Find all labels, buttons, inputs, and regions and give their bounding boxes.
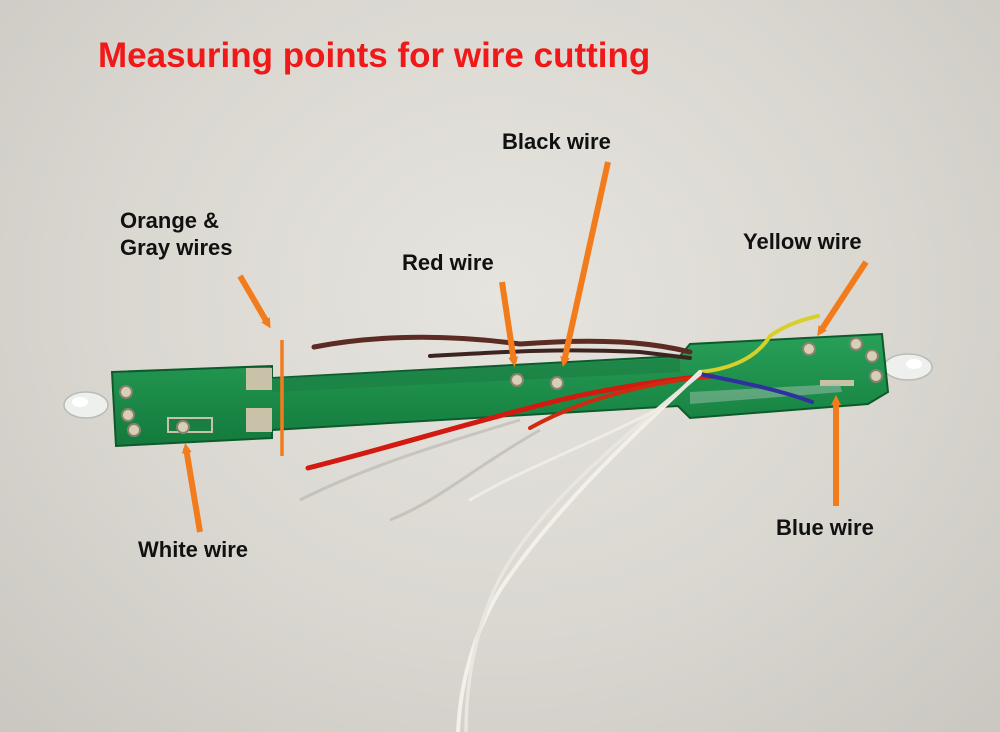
label-white-wire: White wire	[138, 537, 249, 562]
black-wire-pad	[550, 376, 564, 390]
page-title: Measuring points for wire cutting	[98, 36, 651, 75]
right-led	[883, 353, 933, 381]
pcb-board	[110, 332, 890, 448]
label-orange-gray-line2: Gray wires	[120, 234, 233, 260]
brown-wire	[311, 334, 693, 355]
arrow-orange-gray	[237, 274, 271, 329]
white-wire-2	[464, 372, 702, 732]
label-orange-gray-line1: Orange &	[120, 208, 220, 233]
label-blue-wire: Blue wire	[776, 515, 874, 540]
dark-wire	[428, 348, 692, 360]
yellow-wire-pad	[802, 342, 816, 356]
annotation-arrows	[181, 161, 869, 533]
left-led	[63, 391, 109, 419]
arrow-yellow	[817, 260, 869, 337]
wire-shadows	[299, 418, 541, 522]
red-wire-2	[528, 374, 712, 430]
label-black-wire: Black wire	[502, 129, 611, 154]
arrow-white	[181, 443, 203, 533]
label-orange-gray: Orange & Gray wires	[120, 208, 233, 262]
arrow-black	[560, 161, 611, 367]
blue-wire	[698, 372, 814, 404]
white-wire-1	[456, 370, 702, 732]
label-red-wire: Red wire	[402, 250, 494, 275]
yellow-wire	[698, 314, 820, 374]
white-wire-3	[468, 406, 662, 502]
pad	[246, 408, 272, 432]
red-wire-pad	[510, 373, 524, 387]
pad	[246, 368, 272, 390]
wires	[305, 314, 820, 732]
label-yellow-wire: Yellow wire	[743, 229, 862, 254]
arrow-red	[499, 281, 519, 367]
